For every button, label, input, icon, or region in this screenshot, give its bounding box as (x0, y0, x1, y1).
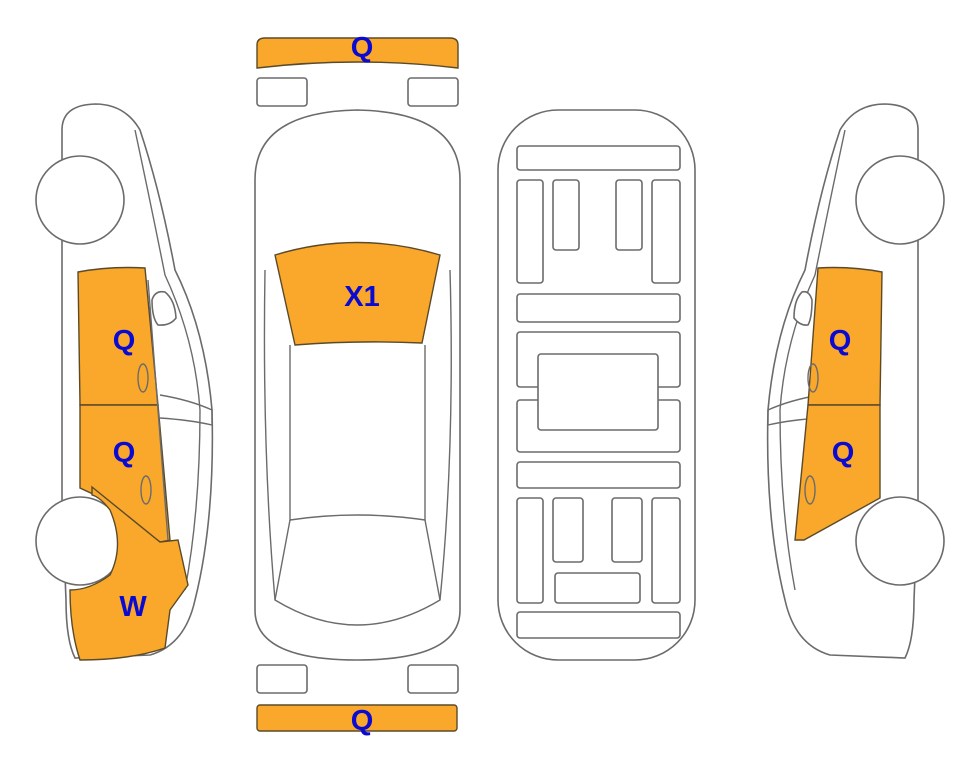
front-bumper-damage (256, 37, 459, 69)
right-front-door-damage (807, 266, 883, 406)
right-side-view: Q Q (766, 103, 945, 659)
left-rear-door-label: Q (113, 437, 136, 469)
left-front-door-label: Q (113, 325, 136, 357)
rear-bumper-damage (256, 704, 458, 732)
left-side-view: Q Q W (35, 103, 214, 661)
left-rear-quarter-label: W (119, 591, 147, 623)
right-rear-door-damage (794, 404, 881, 541)
windshield-damage (274, 241, 441, 346)
left-rear-quarter-damage (69, 485, 189, 661)
front-wheel (35, 155, 125, 245)
rear-bumper-label: Q (351, 705, 374, 737)
top-view: Q X1 Q (254, 32, 461, 737)
front-bumper-label: Q (351, 32, 374, 64)
right-front-door-label: Q (829, 325, 852, 357)
windshield-label: X1 (344, 281, 379, 313)
underbody-view (497, 109, 696, 661)
right-rear-door-label: Q (832, 437, 855, 469)
